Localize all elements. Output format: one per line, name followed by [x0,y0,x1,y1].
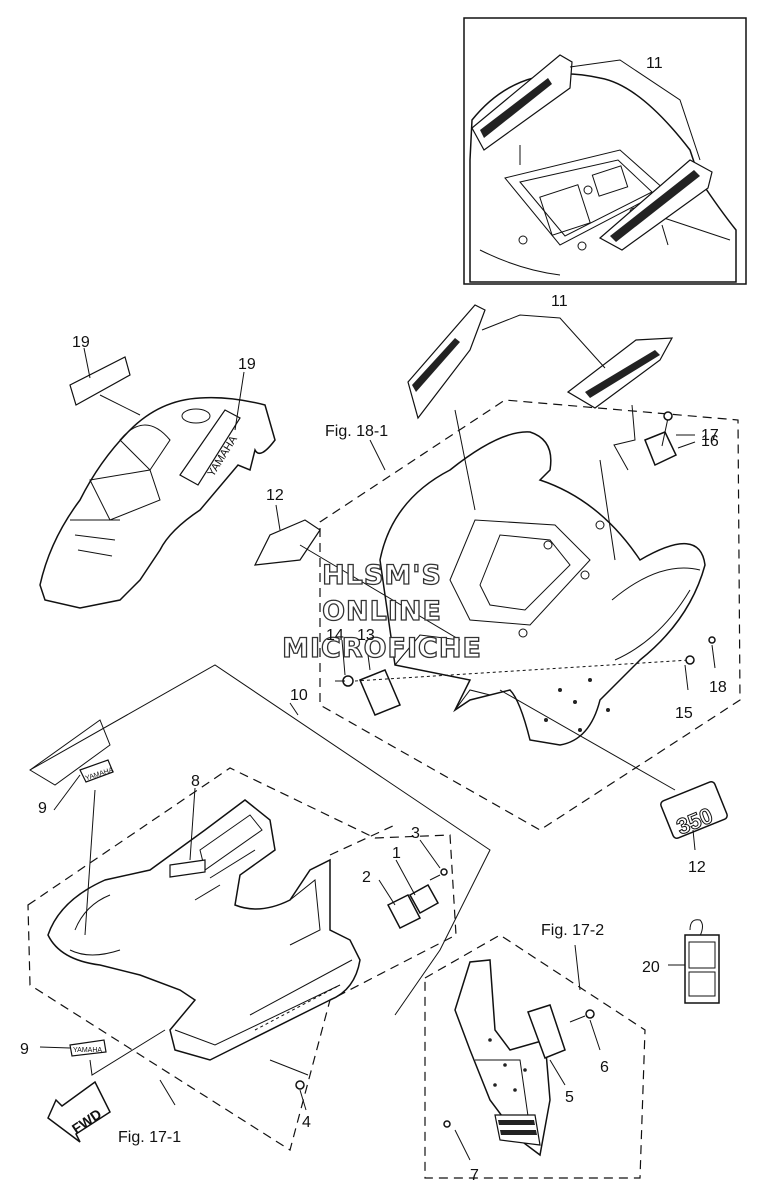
front-fender [47,799,361,1061]
callout-9-lower: 9 [20,1041,29,1058]
decal-8 [169,859,206,878]
fig-17-1-region [27,767,457,1151]
nut-4 [295,1080,305,1090]
callout-19-fender: 19 [238,356,256,373]
callout-1: 1 [392,845,401,862]
decal-19-strip [69,356,131,406]
callout-9-upper: 9 [38,800,47,817]
callout-12-small: 12 [266,487,284,504]
front-fender-top: YAMAHA [39,396,276,609]
callout-18: 18 [709,679,727,696]
fig-18-1-label: Fig. 18-1 [325,423,388,440]
callout-10: 10 [290,687,308,704]
callout-14: 14 [326,627,344,644]
fig-17-2-region [424,934,646,1179]
tag-20 [684,919,720,1004]
callout-11-inset: 11 [646,55,663,72]
decal-12-small [253,519,321,566]
watermark-line3: MICROFICHE [282,633,482,664]
watermark: HLSM'S ONLINE MICROFICHE [281,559,482,664]
callout-12-emblem: 12 [688,859,706,876]
watermark-line1: HLSM'S [322,560,442,591]
fwd-arrow-icon: FWD [47,1080,111,1143]
callout-5: 5 [565,1089,574,1106]
fig-18-1-region [319,399,741,831]
callout-4: 4 [302,1114,311,1131]
callout-8: 8 [191,773,200,790]
callout-2: 2 [362,869,371,886]
decal-11-right [566,337,674,409]
callout-19-strip: 19 [72,334,90,351]
decal-350-warrior: 350 [660,781,728,840]
callout-11: 11 [551,293,568,310]
bracket-2 [386,868,448,930]
callout-7: 7 [470,1167,479,1184]
watermark-line2: ONLINE [322,596,442,627]
bracket-5 [527,1004,595,1059]
decal-9-lower-text: YAMAHA [73,1047,102,1054]
mud-flap [454,959,551,1157]
callout-13: 13 [357,627,375,644]
inset-view [463,17,747,285]
bracket-16 [644,411,678,467]
callout-15: 15 [675,705,693,722]
bracket-13 [335,669,401,716]
callout-17: 17 [701,427,719,444]
fig-17-1-label: Fig. 17-1 [118,1129,181,1146]
decal-9-lower: YAMAHA [69,1039,107,1057]
callout-3: 3 [411,825,420,842]
decal-11-left [407,304,486,420]
fig-17-2-label: Fig. 17-2 [541,922,604,939]
callout-16: 16 [701,433,719,450]
callout-6: 6 [600,1059,609,1076]
callout-20: 20 [642,959,660,976]
nut-7 [443,1120,451,1128]
rear-fender [379,431,706,746]
